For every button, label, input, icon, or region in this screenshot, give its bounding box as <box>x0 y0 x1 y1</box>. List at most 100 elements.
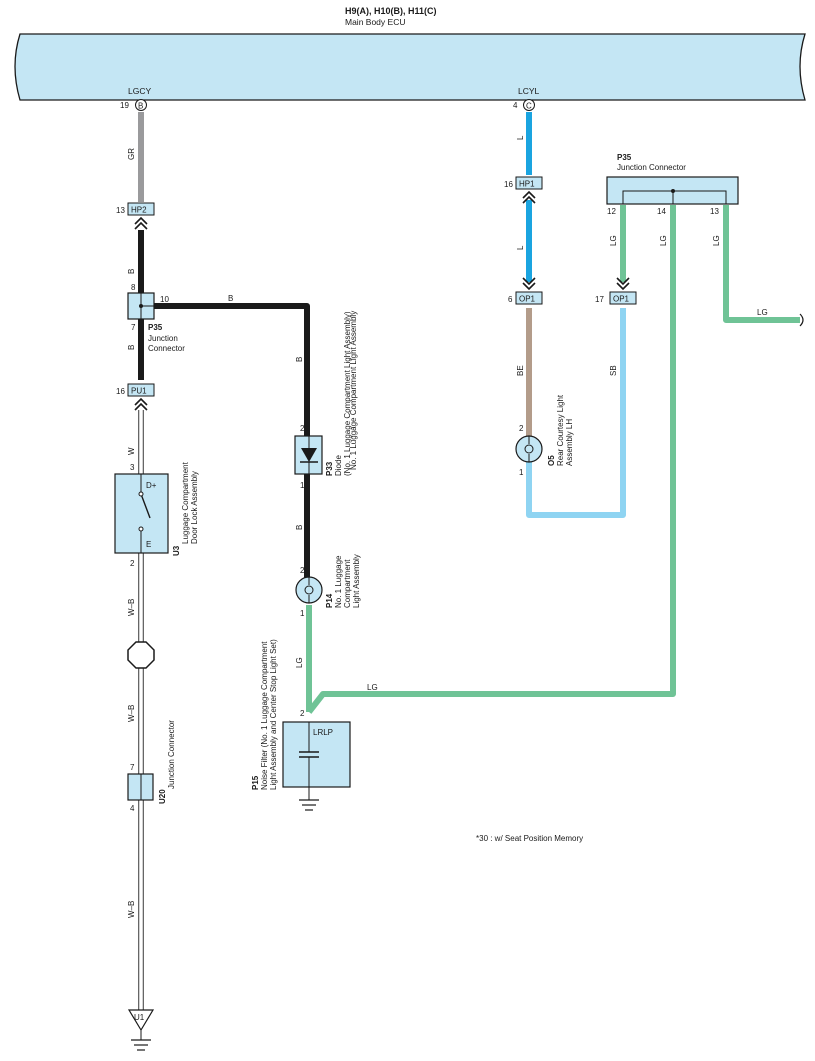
o5-pin-top: 2 <box>519 424 524 433</box>
wire-label-wb: W–B <box>127 901 136 918</box>
connector-hp2-label: HP2 <box>131 206 147 215</box>
chevron-down-icon <box>522 277 536 291</box>
switch-contact-icon <box>138 491 144 497</box>
ecu-name: Main Body ECU <box>345 17 405 27</box>
connector-op1-left <box>515 291 543 305</box>
footnote: *30 : w/ Seat Position Memory <box>476 834 583 843</box>
wire-b-to-diode <box>141 303 310 590</box>
p14-name: Compartment <box>343 559 352 608</box>
wire-label-be: BE <box>516 365 525 376</box>
op1-left-pin: 6 <box>508 295 513 304</box>
connector-hp1 <box>515 176 543 190</box>
p14-pin-bottom: 1 <box>300 609 305 618</box>
p14-id: P14 <box>325 593 334 608</box>
o5-name: Assembly LH <box>565 419 574 466</box>
option-octagon-icon <box>127 641 155 669</box>
p33-pin-top: 2 <box>300 424 305 433</box>
p15-terminal: LRLP <box>313 728 333 737</box>
wire-label-lg: LG <box>609 235 618 246</box>
wire-label-gr: GR <box>127 148 136 160</box>
main-body-ecu-box <box>14 33 806 101</box>
chevron-up-icon <box>134 216 148 230</box>
connector-hp2 <box>127 202 155 216</box>
ecu-pin-19-num: 19 <box>120 101 129 110</box>
splice-dot-icon <box>139 304 143 308</box>
p15-id: P15 <box>251 775 260 790</box>
p33-name: Diode <box>334 455 343 476</box>
p35-right-id: P35 <box>617 153 632 162</box>
splice-dot-icon <box>671 189 675 193</box>
wire-label-wb: W–B <box>127 705 136 722</box>
p35-right-pin-12: 12 <box>607 207 616 216</box>
ecu-pin-19-letter: B <box>138 102 143 111</box>
p33-name: (No. 1 Luggage Compartment Light Assembl… <box>343 311 352 476</box>
p35-left-name: Junction <box>148 334 178 343</box>
wire-lg-pin13 <box>723 205 800 323</box>
hp2-pin: 13 <box>116 206 125 215</box>
ecu-pin-4-num: 4 <box>513 101 518 110</box>
u3-name: Door Lock Assembly <box>190 471 199 544</box>
wire-label-lg: LG <box>367 683 378 692</box>
ground-point-u1 <box>127 1009 155 1032</box>
wire-label-b: B <box>127 269 136 274</box>
p33-pin-bottom: 1 <box>300 481 305 490</box>
connector-hp1-label: HP1 <box>519 180 535 189</box>
p33-assembly-note: No. 1 Luggage Compartment Light Assembly <box>349 311 358 470</box>
bulb-filament-icon <box>524 444 534 454</box>
u3-pin-bottom: 2 <box>130 559 135 568</box>
ecu-terminal-lgcy: LGCY <box>128 86 151 96</box>
p15-pin: 2 <box>300 709 305 718</box>
p15-name: Light Assembly and Center Stop Light Set… <box>269 639 278 790</box>
u20-id: U20 <box>158 789 167 804</box>
o5-pin-bottom: 1 <box>519 468 524 477</box>
p35-left-name: Connector <box>148 344 185 353</box>
wire-label-w: W <box>127 447 136 455</box>
wire-label-lg: LG <box>295 657 304 668</box>
u3-terminal-e: E <box>146 540 151 549</box>
op1-right-pin: 17 <box>595 295 604 304</box>
ecu-pin-4 <box>523 99 535 111</box>
u20-pin-bottom: 4 <box>130 804 135 813</box>
connector-op1-right-label: OP1 <box>613 295 630 304</box>
hp1-pin: 16 <box>504 180 513 189</box>
connector-pu1 <box>127 383 155 397</box>
o5-id: O5 <box>547 455 556 466</box>
wire-label-lg: LG <box>712 235 721 246</box>
wire-label-b: B <box>228 294 233 303</box>
pu1-pin: 16 <box>116 387 125 396</box>
wire-label-b: B <box>127 345 136 350</box>
p33-id: P33 <box>325 461 334 476</box>
wire-label-l: L <box>516 245 525 250</box>
chevron-up-icon <box>134 397 148 411</box>
p35-right-pin-13: 13 <box>710 207 719 216</box>
switch-icon <box>140 493 151 519</box>
switch-contact-icon <box>138 526 144 532</box>
ecu-pin-4-letter: C <box>526 102 532 111</box>
wire-label-sb: SB <box>609 365 618 376</box>
connector-op1-left-label: OP1 <box>519 295 536 304</box>
p15-noise-filter <box>282 721 351 788</box>
wire-label-lg: LG <box>659 235 668 246</box>
u3-terminal-dplus: D+ <box>146 481 157 490</box>
wire-lg-pin14 <box>306 205 676 714</box>
p35-left-pin-bottom: 7 <box>131 323 136 332</box>
connector-op1-right <box>609 291 637 305</box>
bulb-filament-icon <box>304 585 314 595</box>
p14-name: No. 1 Luggage <box>334 555 343 608</box>
u20-name: Junction Connector <box>167 720 176 789</box>
p35-left-id: P35 <box>148 323 163 332</box>
p14-name: Light Assembly <box>352 554 361 608</box>
ecu-pin-19 <box>135 99 147 111</box>
p14-pin-top: 2 <box>300 566 305 575</box>
connector-pu1-label: PU1 <box>131 387 147 396</box>
u1-label: U1 <box>134 1013 145 1022</box>
u3-pin-top: 3 <box>130 463 135 472</box>
ecu-terminal-lcyl: LCYL <box>518 86 540 96</box>
o5-name: Rear Courtesy Light <box>556 394 565 466</box>
chevron-down-icon <box>616 277 630 291</box>
wire-label-l: L <box>516 135 525 140</box>
p35-left-pin-right: 10 <box>160 295 169 304</box>
u20-pin-top: 7 <box>130 763 135 772</box>
u3-name: Luggage Compartment <box>181 461 190 544</box>
